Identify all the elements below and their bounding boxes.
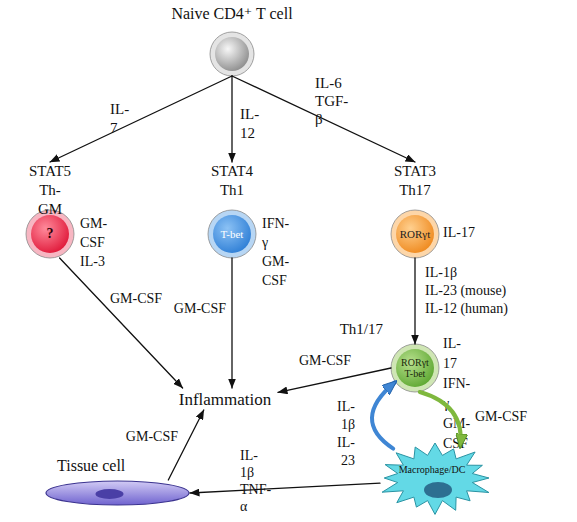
signal-arrow — [50, 76, 232, 162]
cell-heading: STAT4 Th1 — [211, 162, 253, 200]
inflammation-target: Inflammation — [172, 388, 278, 410]
outcome-label: Inflammation — [179, 389, 272, 410]
cell-title: Naive CD4⁺ T cell — [171, 4, 292, 24]
th1-cell: STAT4 Th1T-betIFN-γ GM-CSF — [192, 162, 272, 258]
cell-nucleus — [31, 215, 69, 253]
cytokine-list: IL-17 IFN-γ GM-CSF — [443, 334, 470, 454]
cell-nucleus — [215, 37, 249, 71]
naive-t-cell: Naive CD4⁺ T cell — [132, 4, 332, 76]
cell-name: Tissue cell — [57, 456, 125, 476]
transcription-factor: T-bet — [221, 227, 244, 242]
cell-nucleus — [396, 349, 434, 387]
signal-arrow — [60, 258, 183, 388]
cell-marker: ? — [47, 225, 54, 243]
cytokine-list: IL-17 — [443, 224, 475, 242]
th17-cell: STAT3 Th17RORγtIL-17 — [375, 162, 455, 258]
cytokine-list: IFN-γ GM-CSF — [262, 214, 289, 290]
cytokine-label: GM-CSF — [126, 428, 178, 446]
cytokine-label: GM-CSF — [110, 290, 162, 308]
cytokine-label: IL-23 (mouse) — [425, 282, 506, 300]
signal-arrow — [190, 483, 380, 493]
cytokine-label: GM-CSF — [475, 408, 527, 426]
cell-membrane — [391, 210, 439, 258]
signal-arrow — [231, 76, 232, 162]
tissue-body — [46, 481, 189, 505]
cytokine-list: GM-CSF IL-3 — [80, 214, 107, 271]
th-gm-cell: STAT5 Th-GM?GM-CSF IL-3 — [10, 162, 90, 258]
macrophage-cell: Macrophage/DC — [380, 440, 490, 512]
cell-nucleus — [396, 215, 434, 253]
cytokine-label: GM-CSF — [299, 352, 351, 370]
cell-membrane — [208, 210, 256, 258]
th1-17-cell: Th1/17RORγt T-betIL-17 IFN-γ GM-CSF — [391, 344, 439, 392]
cell-membrane — [26, 210, 74, 258]
cell-heading: STAT5 Th-GM — [29, 162, 71, 219]
cytokine-label: GM-CSF — [174, 300, 226, 318]
cytokine-label: IL-6 TGF-β — [315, 74, 348, 128]
cytokine-label: IL-7 — [110, 100, 129, 138]
cell-nucleus — [213, 215, 251, 253]
macrophage-shape — [380, 440, 490, 512]
cell-name: Macrophage/DC — [399, 463, 466, 477]
signal-arrow — [231, 258, 232, 388]
tissue-cell: Tissue cell — [45, 480, 190, 506]
cytokine-label: IL-12 (human) — [425, 300, 508, 318]
macrophage-nucleus — [424, 482, 452, 498]
cytokine-label: IL-1β — [425, 264, 457, 282]
cytokine-label: IL-12 — [240, 105, 259, 143]
cell-membrane — [210, 32, 254, 76]
cytokine-label: IL-1β IL-23 — [337, 398, 355, 470]
transcription-factor: RORγt T-bet — [401, 357, 429, 379]
signal-arrow — [278, 368, 391, 392]
transcription-factor: RORγt — [400, 227, 431, 242]
cell-heading: STAT3 Th17 — [394, 162, 436, 200]
cell-membrane — [391, 344, 439, 392]
tissue-shape — [45, 480, 190, 506]
signal-arrow — [168, 410, 204, 480]
macrophage-body — [382, 443, 489, 514]
feedback-arrow — [372, 382, 395, 448]
signal-arrow — [414, 258, 415, 344]
cell-heading: Th1/17 — [340, 320, 383, 339]
cytokine-label: IL-1β TNF-α — [240, 447, 271, 515]
tissue-nucleus — [96, 489, 124, 499]
